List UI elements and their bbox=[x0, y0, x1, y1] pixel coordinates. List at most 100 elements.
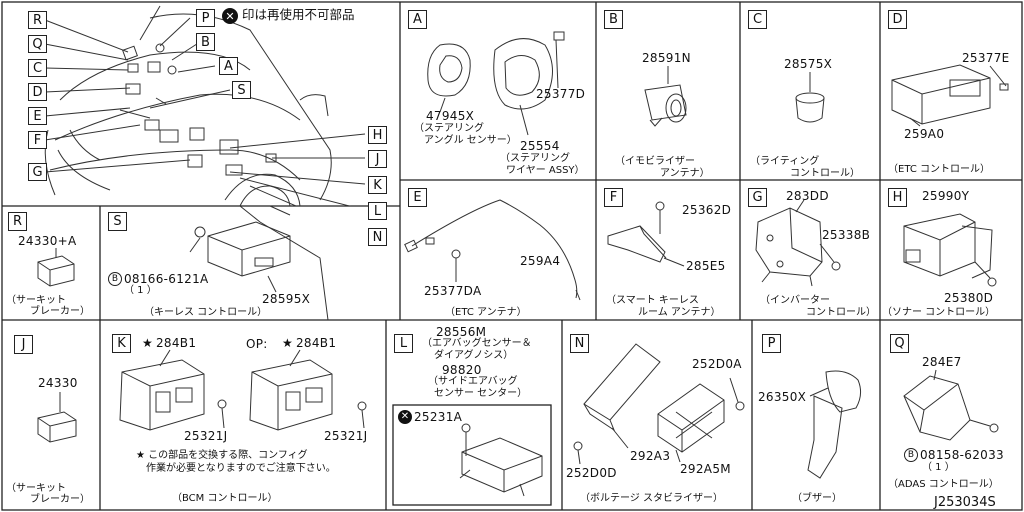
panel-b-label: B bbox=[604, 10, 623, 29]
panel-q-part-284e7: 284E7 bbox=[922, 355, 962, 369]
panel-c-label: C bbox=[748, 10, 767, 29]
panel-f-caption-1a: （スマート キーレス bbox=[606, 295, 699, 306]
panel-g-caption-1a: （インバーター bbox=[760, 295, 830, 306]
panel-q-caption: （ADAS コントロール） bbox=[888, 479, 999, 490]
panel-a-caption-3a: （ステアリング bbox=[500, 153, 570, 164]
overview-label-l: L bbox=[368, 202, 387, 220]
panel-p-part-26350x: 26350X bbox=[758, 390, 807, 404]
panel-k-label: K bbox=[112, 334, 131, 353]
panel-a-part-25377d: 25377D bbox=[536, 87, 586, 101]
panel-h-part-25380d: 25380D bbox=[944, 291, 994, 305]
overview-label-p: P bbox=[196, 9, 215, 27]
panel-q-part-08158: 08158-62033 bbox=[920, 448, 1004, 462]
panel-b-caption-1a: （イモビライザー bbox=[615, 156, 695, 167]
panel-n-part-252d0a: 252D0A bbox=[692, 357, 742, 371]
panel-g-label: G bbox=[748, 188, 767, 207]
panel-g-part-283dd: 283DD bbox=[786, 189, 829, 203]
vehicle-overview-drawing bbox=[44, 5, 366, 206]
panel-l-caption-1b: ダイアグノシス） bbox=[434, 350, 514, 361]
overview-label-c: C bbox=[28, 59, 47, 77]
panel-r-part-24330a: 24330+A bbox=[18, 234, 77, 248]
panel-j-caption-1b: ブレーカー） bbox=[30, 494, 90, 505]
overview-label-a: A bbox=[219, 57, 238, 75]
panel-h-part-25990y: 25990Y bbox=[922, 189, 970, 203]
panel-n-caption: （ボルテージ スタビライザー） bbox=[580, 493, 723, 504]
panel-s-qty: （ 1 ） bbox=[124, 285, 157, 296]
panel-k-caption: （BCM コントロール） bbox=[172, 493, 278, 504]
panel-a-caption-1b: アングル センサー） bbox=[424, 135, 517, 146]
panel-e-part-25377da: 25377DA bbox=[424, 284, 482, 298]
overview-label-f: F bbox=[28, 131, 47, 149]
panel-f-part-25362d: 25362D bbox=[682, 203, 732, 217]
overview-label-q: Q bbox=[28, 35, 47, 53]
overview-label-e: E bbox=[28, 107, 47, 125]
panel-l-non-reusable-icon: ✕ bbox=[398, 410, 412, 424]
panel-n-part-252d0d: 252D0D bbox=[566, 466, 617, 480]
overview-label-b: B bbox=[196, 33, 215, 51]
panel-g-part-25338b: 25338B bbox=[822, 228, 871, 242]
panel-r-caption-1a: （サーキット bbox=[6, 295, 66, 306]
panel-k-part-25321j: 25321J bbox=[184, 429, 228, 443]
panel-q-label: Q bbox=[890, 334, 909, 353]
panel-a-part-47945x: 47945X bbox=[426, 109, 475, 123]
panel-d-part-259a0: 259A0 bbox=[904, 127, 945, 141]
panel-f-label: F bbox=[604, 188, 623, 207]
panel-c-caption-1b: コントロール） bbox=[790, 168, 860, 179]
panel-l-caption-1a: （エアバッグセンサー＆ bbox=[422, 338, 532, 349]
panel-a-caption-3b: ワイヤー ASSY） bbox=[506, 165, 585, 176]
panel-l-part-28556m: 28556M bbox=[436, 325, 487, 339]
overview-label-g: G bbox=[28, 163, 47, 181]
panel-n-part-292a3: 292A3 bbox=[630, 449, 671, 463]
panel-s-part-28595x: 28595X bbox=[262, 292, 311, 306]
panel-d-part-25377e: 25377E bbox=[962, 51, 1010, 65]
document-code: J253034S bbox=[934, 495, 996, 510]
panel-h-label: H bbox=[888, 188, 907, 207]
panel-k-option-label: OP: bbox=[246, 337, 268, 351]
panel-r-caption-1b: ブレーカー） bbox=[30, 306, 90, 317]
panel-n-part-292a5m: 292A5M bbox=[680, 462, 731, 476]
panel-s-caption: （キーレス コントロール） bbox=[144, 307, 268, 318]
panel-a-part-25554: 25554 bbox=[520, 139, 560, 153]
panel-a-caption-1a: （ステアリング bbox=[414, 123, 484, 134]
panel-d-caption: （ETC コントロール） bbox=[888, 164, 991, 175]
panel-s-part-08166: 08166-6121A bbox=[124, 272, 209, 286]
panel-k-star-option-icon: ★ bbox=[282, 336, 293, 350]
panel-j-part-24330: 24330 bbox=[38, 376, 78, 390]
panel-c-caption-1a: （ライティング bbox=[750, 156, 820, 167]
panel-a-label: A bbox=[408, 10, 427, 29]
panel-f-caption-1b: ルーム アンテナ） bbox=[638, 307, 721, 318]
panel-q-bolt-symbol-icon: B bbox=[904, 448, 918, 462]
panel-n-label: N bbox=[570, 334, 589, 353]
overview-label-r: R bbox=[28, 11, 47, 29]
panel-l-caption-2a: （サイドエアバッグ bbox=[428, 376, 518, 387]
panel-r-label: R bbox=[8, 212, 27, 231]
overview-label-k: K bbox=[368, 176, 387, 194]
panel-k-note-1: ★ この部品を交換する際、コンフィグ bbox=[136, 450, 308, 461]
panel-s-label: S bbox=[108, 212, 127, 231]
panel-f-part-285e5: 285E5 bbox=[686, 259, 726, 273]
panel-e-label: E bbox=[408, 188, 427, 207]
panel-h-caption: （ソナー コントロール） bbox=[882, 307, 996, 318]
panel-k-note-2: 作業が必要となりますのでご注意下さい。 bbox=[146, 463, 336, 474]
panel-d-label: D bbox=[888, 10, 907, 29]
panel-l-label: L bbox=[394, 334, 413, 353]
panel-k-star-icon: ★ bbox=[142, 336, 153, 350]
panel-p-caption: （ブザー） bbox=[792, 493, 842, 504]
panel-s-bolt-symbol-icon: B bbox=[108, 272, 122, 286]
non-reusable-notice: 印は再使用不可部品 bbox=[242, 7, 355, 22]
panel-q-qty: （ 1 ） bbox=[922, 462, 955, 473]
